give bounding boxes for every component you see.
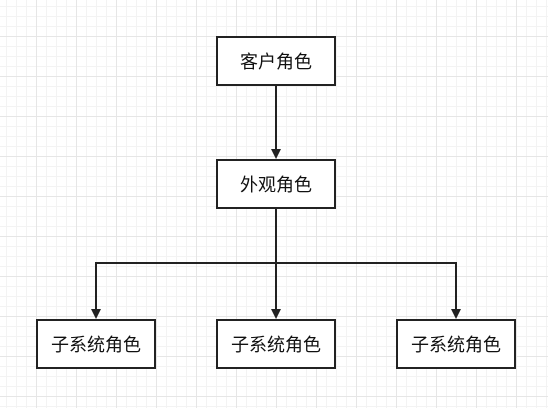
node-subsystem-role-2[interactable]: 子系统角色 — [216, 319, 336, 369]
node-subsystem-role-3[interactable]: 子系统角色 — [396, 319, 516, 369]
node-label: 子系统角色 — [411, 335, 501, 356]
node-subsystem-role-1[interactable]: 子系统角色 — [36, 319, 156, 369]
node-label: 子系统角色 — [51, 335, 141, 356]
node-label: 子系统角色 — [231, 335, 321, 356]
node-facade-role[interactable]: 外观角色 — [216, 159, 336, 209]
node-label: 客户角色 — [240, 52, 312, 73]
node-client-role[interactable]: 客户角色 — [216, 36, 336, 86]
node-label: 外观角色 — [240, 175, 312, 196]
